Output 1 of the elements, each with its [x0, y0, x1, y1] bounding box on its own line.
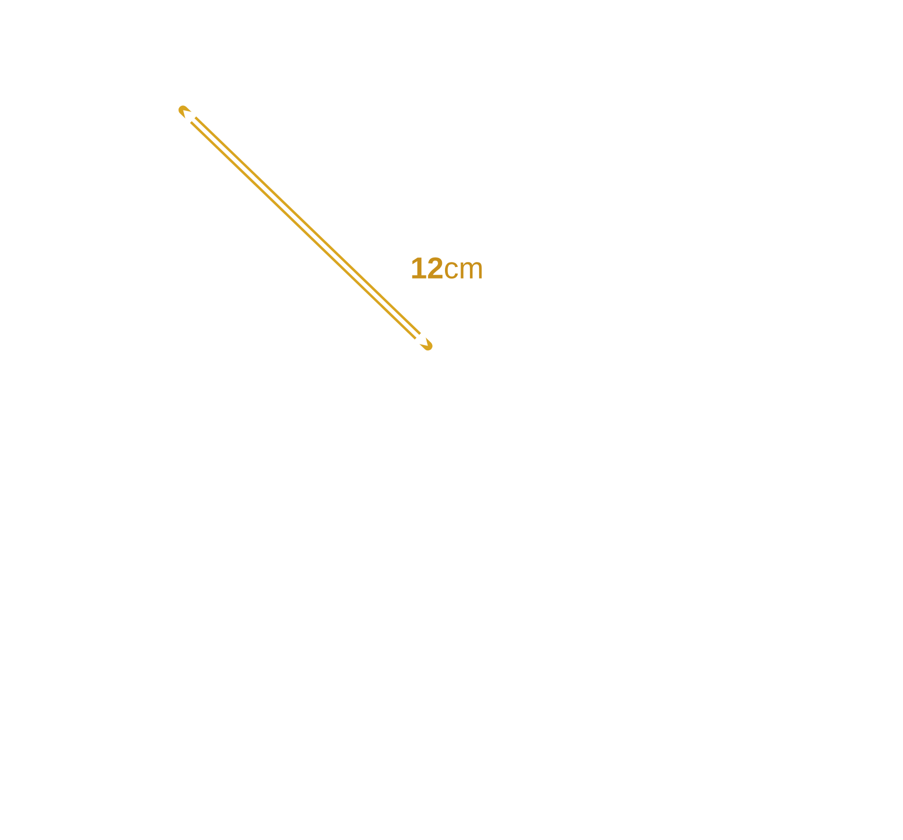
dimension-label: 12cm — [412, 257, 482, 279]
